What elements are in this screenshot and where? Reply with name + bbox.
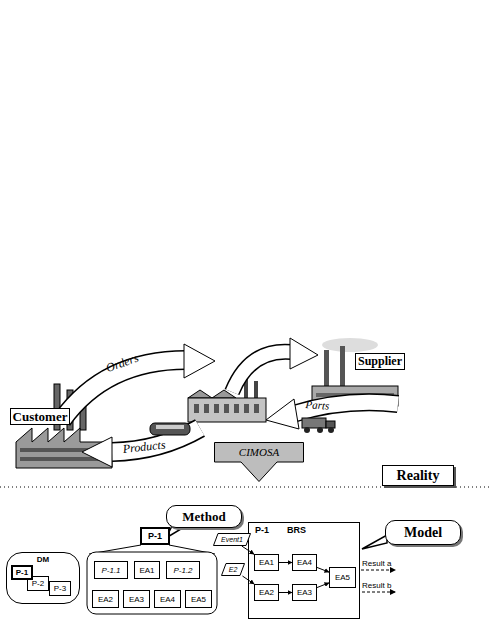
result-arrow bbox=[356, 570, 395, 571]
node-text: EA5 bbox=[191, 595, 206, 604]
factory-window bbox=[194, 404, 199, 413]
chimney bbox=[324, 350, 329, 388]
train-body bbox=[150, 423, 190, 435]
node-text: P-1 bbox=[255, 525, 269, 535]
factory-window bbox=[234, 404, 239, 413]
factory-building bbox=[16, 428, 112, 468]
actor-label: Customer bbox=[10, 408, 70, 425]
activity-box: EA5 bbox=[329, 567, 356, 588]
node-text: EA1 bbox=[139, 566, 154, 575]
truck-cab bbox=[326, 421, 335, 428]
node-text: EA2 bbox=[259, 588, 274, 597]
node-text: Reality bbox=[397, 468, 440, 484]
smoke bbox=[322, 338, 378, 352]
separator-line bbox=[0, 487, 491, 488]
node-text: P-1.1 bbox=[101, 566, 120, 575]
node-text: P-1 bbox=[16, 568, 28, 577]
node-text: BRS bbox=[287, 525, 306, 535]
flow-arrow-head bbox=[290, 338, 318, 369]
method-arrow: CIMOSA bbox=[214, 442, 304, 482]
node-text: EA3 bbox=[129, 595, 144, 604]
node-text: EA4 bbox=[297, 558, 312, 567]
node-text: Customer bbox=[13, 409, 68, 425]
process-box: P-3 bbox=[49, 581, 71, 596]
layer-label: Reality bbox=[382, 465, 454, 486]
process-box: P-1.1 bbox=[94, 561, 128, 579]
node-text: P-2 bbox=[32, 579, 44, 588]
activity-box: EA1 bbox=[254, 554, 279, 571]
activity-box: EA1 bbox=[134, 561, 160, 579]
factory-window bbox=[224, 404, 229, 413]
event-shape: Event1 bbox=[213, 533, 251, 546]
callout-tail bbox=[362, 535, 387, 549]
node-text: EA4 bbox=[160, 595, 175, 604]
truck-wheel bbox=[317, 427, 323, 433]
activity-box: EA3 bbox=[123, 590, 150, 608]
flow-label: Parts bbox=[305, 398, 330, 412]
truck-wheel bbox=[304, 427, 310, 433]
node-text: P-1.2 bbox=[173, 566, 192, 575]
activity-box: EA3 bbox=[292, 584, 317, 601]
node-text: EA2 bbox=[98, 595, 113, 604]
activity-box: EA2 bbox=[92, 590, 119, 608]
node-text: EA3 bbox=[297, 588, 312, 597]
factory-window bbox=[244, 404, 249, 413]
process-box: P-1 bbox=[11, 565, 33, 580]
activity-box: EA5 bbox=[185, 590, 212, 608]
node-text: E2 bbox=[229, 566, 238, 573]
node-text: Event1 bbox=[221, 536, 243, 543]
tree-container bbox=[87, 552, 217, 614]
node-text: Method bbox=[182, 509, 225, 525]
process-box: P-1 bbox=[140, 527, 170, 545]
activity-box: EA4 bbox=[292, 554, 317, 571]
flow-arrow-head bbox=[266, 399, 299, 429]
flow-arrow-head bbox=[184, 344, 215, 378]
node-text: P-3 bbox=[54, 584, 66, 593]
chimney bbox=[254, 381, 258, 398]
flow-arrow-fill bbox=[232, 352, 292, 392]
factory-window bbox=[254, 404, 259, 413]
flow-arrow-head bbox=[82, 437, 112, 467]
activity-box: EA4 bbox=[154, 590, 181, 608]
actor-label: Supplier bbox=[355, 353, 405, 370]
para-polygon bbox=[222, 564, 245, 576]
factory-window bbox=[214, 404, 219, 413]
process-box: P-1.2 bbox=[166, 561, 200, 579]
domain-group: DM P-1P-2P-3 bbox=[6, 552, 80, 604]
result-label: Result b bbox=[362, 581, 391, 590]
factory-window bbox=[204, 404, 209, 413]
node-text: EA5 bbox=[335, 573, 350, 582]
truck-wheel bbox=[328, 427, 334, 433]
train-window bbox=[156, 425, 184, 429]
truck-body bbox=[302, 418, 326, 428]
node-text: Model bbox=[404, 525, 442, 541]
activity-box: EA2 bbox=[254, 584, 279, 601]
flow-arrow-outline bbox=[232, 352, 292, 392]
para-polygon bbox=[214, 534, 251, 546]
arrow-polygon bbox=[215, 443, 304, 482]
event-shape: E2 bbox=[221, 563, 245, 576]
chimney bbox=[340, 346, 345, 388]
factory-building bbox=[188, 398, 266, 422]
node-text: DM bbox=[37, 555, 49, 564]
node-text: P-1 bbox=[148, 531, 162, 541]
callout: Model bbox=[385, 520, 461, 545]
callout: Method bbox=[166, 505, 242, 528]
result-label: Result a bbox=[362, 559, 391, 568]
node-text: CIMOSA bbox=[239, 446, 279, 458]
node-text: EA1 bbox=[259, 558, 274, 567]
behaviour-rule-box: P-1 BRS EA1 EA4EA2 EA3 EA5 bbox=[248, 522, 360, 619]
factory-roof bbox=[188, 390, 236, 398]
node-text: Supplier bbox=[358, 354, 402, 369]
